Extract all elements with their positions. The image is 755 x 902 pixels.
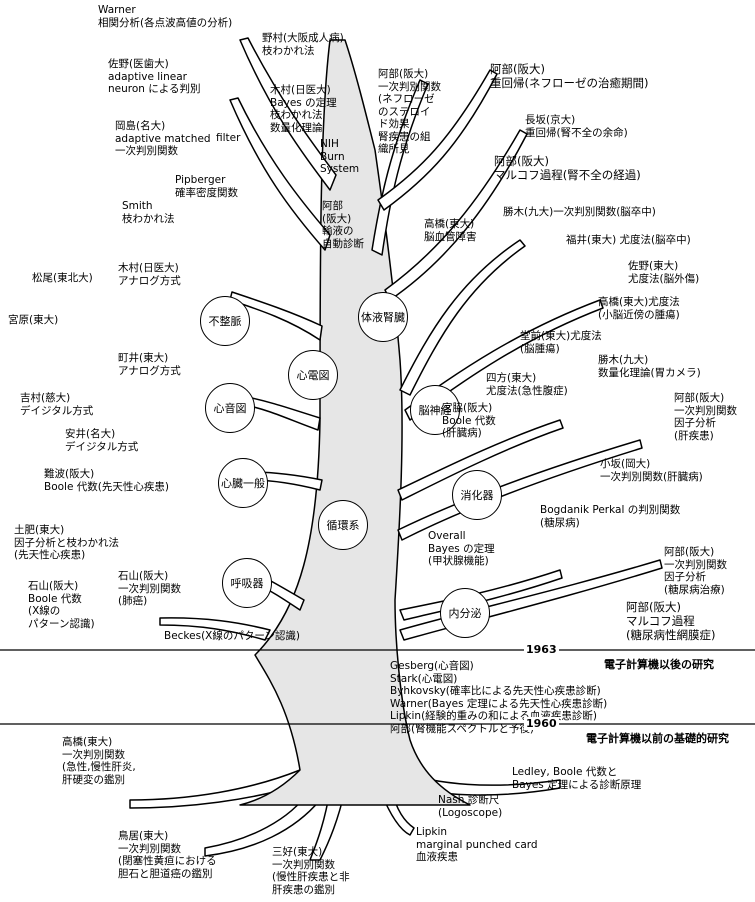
node-taieki-jinzo: 体液腎臓 xyxy=(358,292,408,342)
label-takahashi-ippan: 高橋(東大) 一次判別関数 (急性,慢性肝炎, 肝硬変の鑑別 xyxy=(62,736,136,786)
label-yasui: 安井(名大) デイジタル方式 xyxy=(65,428,139,453)
label-fukui: 福井(東大) 尤度法(脳卒中) xyxy=(566,234,691,246)
branch-shokaki xyxy=(397,419,564,501)
label-abe-markov: 阿部(阪大) マルコフ過程(腎不全の経過) xyxy=(494,154,641,182)
before-computers-label: 電子計算機以前の基礎的研究 xyxy=(586,732,729,745)
label-miyoshi: 三好(東大) 一次判別関数 (慢性肝疾患と非 肝疾患の鑑別 xyxy=(272,846,350,896)
branch-upper-right xyxy=(377,69,498,211)
label-katsuki-nou: 勝木(九大)一次判別関数(脳卒中) xyxy=(503,206,656,218)
branch-upper-left xyxy=(239,37,337,191)
node-shinzo-ippan: 心臓一般 xyxy=(218,458,268,508)
node-shinonzu: 心音図 xyxy=(205,383,255,433)
branch-upper-left-2 xyxy=(229,97,331,251)
label-post-list: Gesberg(心音図) Stark(心電図) Byhkovsky(確率比による… xyxy=(390,660,608,735)
label-takahashi-yudo: 高橋(東大)尤度法 (小脳近傍の腫瘍) xyxy=(598,296,680,321)
branch-fuseimyaku xyxy=(229,291,323,341)
node-shindenzu: 心電図 xyxy=(288,350,338,400)
label-ishiyama-bool: 石山(阪大) Boole 代数 (X線の パターン認識) xyxy=(28,580,95,630)
label-abe-kanshikkan: 阿部(阪大) 一次判別関数 因子分析 (肝疾患) xyxy=(674,392,737,442)
label-nash: Nash 診断尺 (Logoscope) xyxy=(438,794,503,819)
label-overall: Overall Bayes の定理 (甲状腺機能) xyxy=(428,530,495,567)
after-computers-label: 電子計算機以後の研究 xyxy=(604,658,714,671)
branch-shinonzu xyxy=(244,396,321,431)
label-lipkin: Lipkin marginal punched card 血液疾患 xyxy=(416,826,538,863)
year-1963: 1963 xyxy=(524,643,559,656)
node-fuseimyaku: 不整脈 xyxy=(200,296,250,346)
label-beckes: Beckes(X線のパターン認識) xyxy=(164,630,300,642)
root-center xyxy=(309,789,346,861)
node-junkankei: 循環系 xyxy=(318,500,368,550)
label-yoshimura: 吉村(慈大) デイジタル方式 xyxy=(20,392,94,417)
label-domae: 堂前(東大)尤度法 (脳腫瘍) xyxy=(520,330,602,355)
label-shikata: 四方(東大) 尤度法(急性腹症) xyxy=(486,372,568,397)
year-1960: 1960 xyxy=(524,717,559,730)
label-nih: NIH Burn System xyxy=(320,138,360,175)
branch-naibunpi-2 xyxy=(399,559,663,641)
label-warner: Warner 相関分析(各点波高値の分析) xyxy=(98,4,233,29)
label-miyawaki: 宮脇(阪大) Boole 代数 (肝臓病) xyxy=(442,402,496,439)
label-pipberger: Pipberger 確率密度関数 xyxy=(175,174,238,199)
label-miyahara: 宮原(東大) xyxy=(8,314,59,326)
trunk xyxy=(239,39,471,806)
label-matsuo: 松尾(東北大) xyxy=(32,272,93,284)
label-nagasaka: 長坂(京大) 重回帰(腎不全の余命) xyxy=(525,114,628,139)
branch-beckes xyxy=(159,617,271,641)
label-sano-todai: 佐野(東大) 尤度法(脳外傷) xyxy=(628,260,700,285)
label-machii: 町井(東大) アナログ方式 xyxy=(118,352,181,377)
label-abe-kaiki: 阿部(阪大) 重回帰(ネフローゼの治癒期間) xyxy=(490,62,649,90)
label-takahashi-nou: 高橋(東大) 脳血管障害 xyxy=(424,218,477,243)
label-abe-yueki: 阿部 (阪大) 輸液の 自動診断 xyxy=(322,200,364,250)
label-ishiyama-hai: 石山(阪大) 一次判別関数 (肺癌) xyxy=(118,570,181,607)
label-kosaka: 小坂(岡大) 一次判別関数(肝臓病) xyxy=(600,458,703,483)
label-dohi: 土肥(東大) 因子分析と枝わかれ法 (先天性心疾患) xyxy=(14,524,119,561)
node-noshinkei: 脳神経 xyxy=(410,385,460,435)
label-torii: 鳥居(東大) 一次判別関数 (閉塞性黄疸における 胆石と胆道癌の鑑別 xyxy=(118,830,217,880)
label-kimura-bayes: 木村(日医大) Bayes の定理 枝わかれ法 数量化理論 xyxy=(270,84,337,134)
branch-noshinkei xyxy=(399,239,526,396)
label-bogdanik: Bogdanik Perkal の判別関数 (糖尿病) xyxy=(540,504,681,529)
label-kimura-analog: 木村(日医大) アナログ方式 xyxy=(118,262,181,287)
label-nomura: 野村(大阪成人病) 枝わかれ法 xyxy=(262,32,344,57)
label-okajima: 岡島(名大) adaptive matched 一次判別関数 xyxy=(115,120,211,157)
label-namba: 難波(阪大) Boole 代数(先天性心疾患) xyxy=(44,468,169,493)
label-abe-tonyo: 阿部(阪大) 一次判別関数 因子分析 (糖尿病治療) xyxy=(664,546,727,596)
node-kokyuki: 呼吸器 xyxy=(222,558,272,608)
label-smith: Smith 枝わかれ法 xyxy=(122,200,175,225)
label-abe-ippan: 阿部(阪大) 一次判別関数 (ネフローゼ のステロイ ド効果 腎疾患の組 織所見 xyxy=(378,68,441,155)
label-katsuki-camera: 勝木(九大) 数量化理論(胃カメラ) xyxy=(598,354,701,379)
node-naibunpi: 内分泌 xyxy=(440,588,490,638)
label-ledley: Ledley, Boole 代数と Bayes 定理による診断原理 xyxy=(512,766,642,791)
label-filter: filter xyxy=(216,132,241,144)
label-abe-markov-tonyo: 阿部(阪大) マルコフ過程 (糖尿病性網膜症) xyxy=(626,600,716,642)
label-sano: 佐野(医歯大) adaptive linear neuron による判別 xyxy=(108,58,201,95)
node-shokaki: 消化器 xyxy=(452,470,502,520)
root-left xyxy=(129,769,301,809)
branch-upper-right-2 xyxy=(384,129,528,301)
